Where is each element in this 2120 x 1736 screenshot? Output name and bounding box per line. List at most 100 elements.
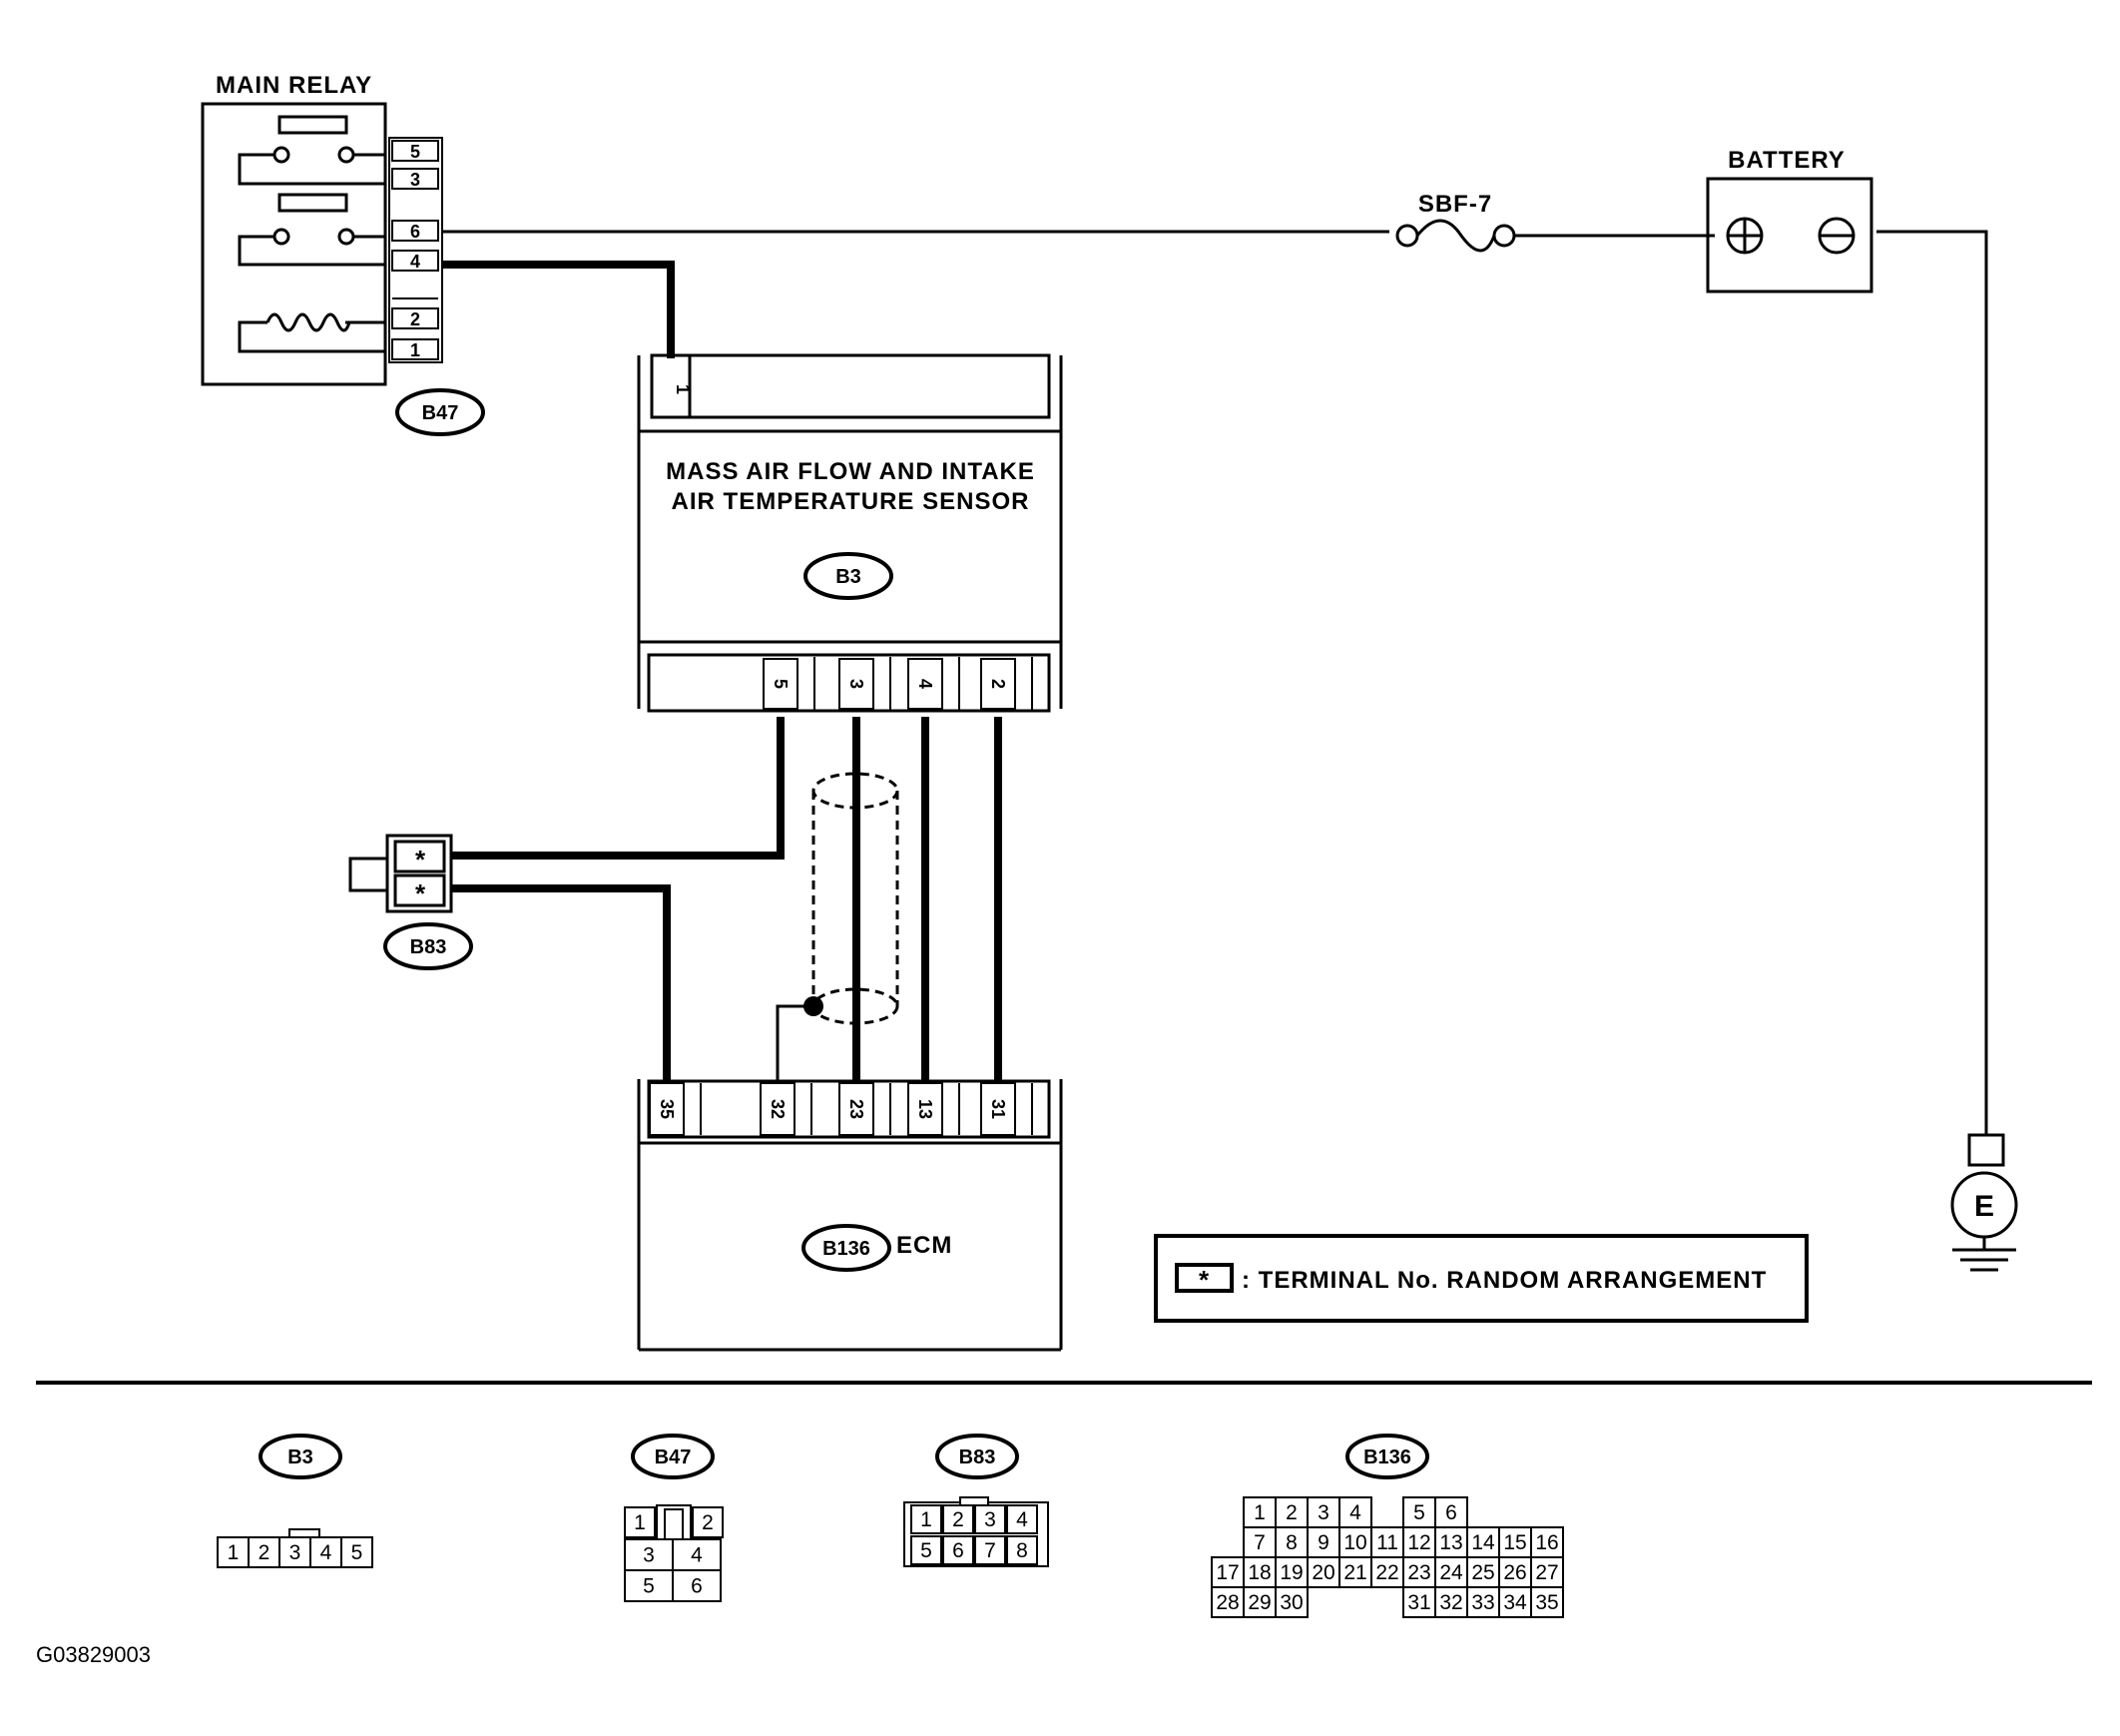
pinout-b136-pin-cell: [1338, 1556, 1372, 1588]
ecm-pin: 23: [846, 1099, 866, 1119]
pinout-b47-pin: 3: [643, 1544, 655, 1567]
battery-negative-icon: [1818, 217, 1855, 255]
maf-top-pin: 1: [673, 384, 693, 394]
pinout-b136-pin: 27: [1535, 1561, 1558, 1584]
pinout-b3-pin: 1: [228, 1541, 240, 1564]
pinout-b136-pin: 17: [1216, 1561, 1239, 1584]
pinout-b136-pin: 18: [1248, 1561, 1271, 1584]
wire-maf-5-to-b83: [451, 717, 785, 860]
maf-sensor: 1 MASS AIR FLOW AND INTAKE AIR TEMPERATU…: [637, 353, 1063, 713]
pinout-b136-pin: 10: [1343, 1531, 1366, 1554]
ecm-pin: 32: [768, 1099, 788, 1119]
pinout-b136-pin: 32: [1439, 1591, 1462, 1614]
relay-pin-2-cell: [391, 220, 439, 242]
ecm-pin-cell: [649, 1082, 685, 1136]
ecm-pin-cell: [760, 1082, 795, 1136]
pinout-b136-pin: 22: [1375, 1561, 1398, 1584]
pinout-b136-pin-cell: [1530, 1586, 1564, 1618]
pinout-b47-pin-cell: [624, 1538, 674, 1571]
pinout-b47-pin: 4: [691, 1544, 703, 1567]
pinout-b136-pin: 21: [1343, 1561, 1366, 1584]
pinout-b83-pin-cell: [1006, 1504, 1038, 1534]
maf-bottom-pin-cell: [907, 658, 943, 710]
pinout-b3-pin-cell: [340, 1536, 373, 1568]
pinout-b47-pin: 1: [634, 1511, 646, 1534]
pinout-b3-pin: 5: [351, 1541, 363, 1564]
pinout-b136-pin: 28: [1216, 1591, 1239, 1614]
b136-tag: [801, 1224, 891, 1272]
pinout-b47-pin: 6: [691, 1575, 703, 1598]
relay-coil-icon: [238, 312, 385, 353]
pinout-b136-pin: 30: [1280, 1591, 1303, 1614]
pinout-b136-pin: 9: [1318, 1531, 1329, 1554]
pinout-b136-pin: 25: [1471, 1561, 1494, 1584]
pinout-b83-pin: 5: [920, 1539, 932, 1562]
wire-relay-4-to-maf-1: [442, 261, 675, 358]
pinout-b47-title: B47: [655, 1447, 692, 1468]
pinout-b136-pin: 33: [1471, 1591, 1494, 1614]
fuse-label: SBF-7: [1418, 191, 1492, 218]
b83-tag: [383, 922, 473, 970]
pinout-b83-pin: 7: [984, 1539, 996, 1562]
figure-id: G03829003: [36, 1642, 151, 1667]
pinout-b136-pin-cell: [1275, 1586, 1309, 1618]
pinout-b136-pin-cell: [1530, 1556, 1564, 1588]
pinout-b136-pin: 15: [1503, 1531, 1526, 1554]
pinout-b136-pin: 7: [1254, 1531, 1266, 1554]
pinout-b83-pin-cell: [942, 1535, 974, 1565]
pinout-b136-pin: 31: [1407, 1591, 1430, 1614]
pinout-b136-pin: 34: [1503, 1591, 1527, 1614]
relay-pin-5: 1: [410, 340, 420, 360]
b83-tag-label: B83: [410, 936, 447, 958]
pinout-b136-pin: 3: [1318, 1501, 1329, 1524]
pinout-b136-pin: 16: [1535, 1531, 1558, 1554]
pinout-b136-pin: 19: [1280, 1561, 1303, 1584]
pinout-b3-tag: [259, 1434, 342, 1479]
maf-bottom-pin: 4: [915, 679, 935, 689]
relay-pin-0: 5: [410, 142, 420, 162]
ecm-pin-cell: [907, 1082, 943, 1136]
pinout-b47-pin-cell: [672, 1569, 722, 1602]
relay-pin-1: 3: [410, 170, 420, 190]
ecm-pin-cell: [838, 1082, 874, 1136]
b3-tag: [803, 552, 893, 600]
pinout-b136-pin: 14: [1471, 1531, 1495, 1554]
pinout-b83-pin: 3: [984, 1508, 996, 1531]
pinout-b3-pin-cell: [217, 1536, 250, 1568]
ground-icon: [1950, 1133, 2018, 1272]
pinout-b83-pin-cell: [1006, 1535, 1038, 1565]
pinout-b83-pin-cell: [942, 1504, 974, 1534]
ground-label: E: [1974, 1190, 1994, 1223]
pinout-b3-pin: 4: [320, 1541, 332, 1564]
relay-pin-5-cell: [391, 338, 439, 360]
maf-bottom-pin: 5: [771, 679, 791, 689]
battery-positive-icon: [1726, 217, 1764, 255]
pinout-b136-pin: 23: [1407, 1561, 1430, 1584]
pinout-b83-pin: 1: [920, 1508, 932, 1531]
pinout-b136-pin: 24: [1439, 1561, 1463, 1584]
legend-text: : TERMINAL No. RANDOM ARRANGEMENT: [1242, 1267, 1767, 1294]
pinout-b47-tag: [631, 1434, 715, 1479]
legend-star: *: [1199, 1265, 1210, 1295]
main-relay-label: MAIN RELAY: [216, 72, 372, 99]
fuse-icon: [1395, 219, 1516, 253]
relay-pin-3-cell: [391, 250, 439, 272]
pinout-b83-pin: 6: [952, 1539, 964, 1562]
maf-bottom-pin-cell: [763, 658, 798, 710]
pinout-b136-pin-cell: [1211, 1586, 1245, 1618]
pinout-b136-pin: 26: [1503, 1561, 1526, 1584]
legend: * : TERMINAL No. RANDOM ARRANGEMENT: [1154, 1234, 1809, 1323]
maf-bottom-pin: 2: [988, 679, 1008, 689]
pinout-b136-pin-cell: [1338, 1496, 1372, 1528]
pinout-b136-pin: 4: [1349, 1501, 1361, 1524]
pinout-b136-pin: 12: [1407, 1531, 1430, 1554]
b83-pin-1: *: [415, 845, 426, 874]
maf-bottom-pin-cell: [838, 658, 874, 710]
